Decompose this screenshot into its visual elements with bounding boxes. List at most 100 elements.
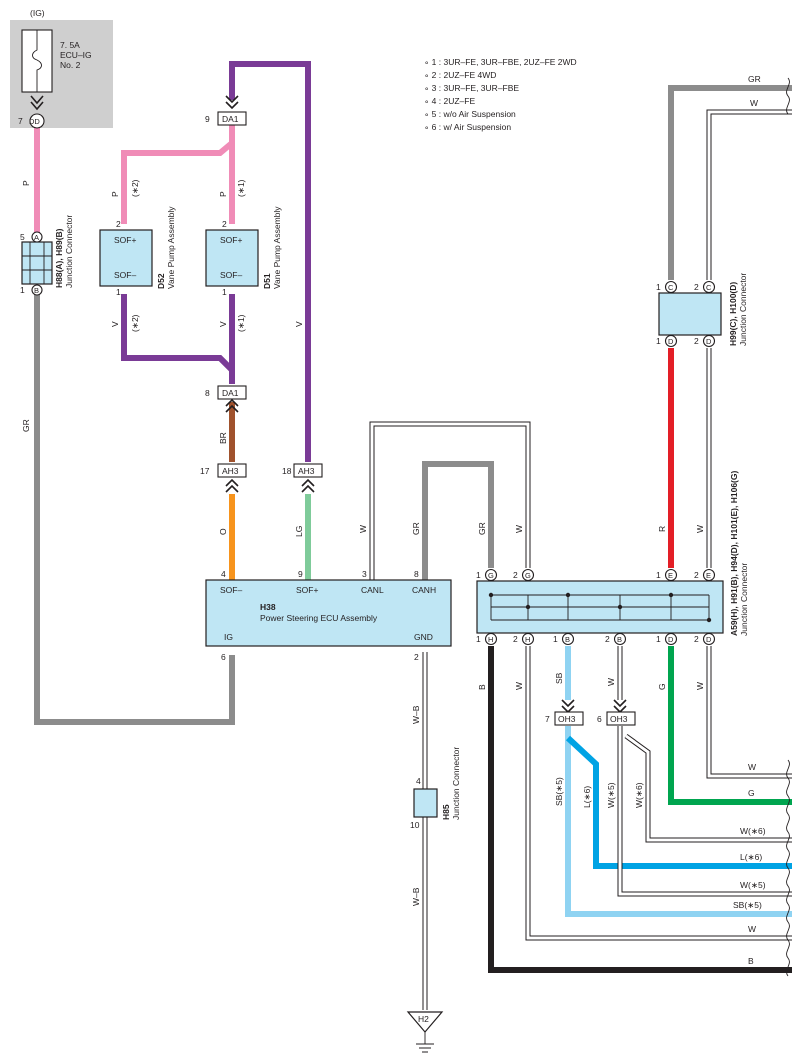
h99-junction-connector bbox=[658, 292, 722, 336]
ground-connector-icon bbox=[406, 1011, 444, 1033]
wire-v-loop bbox=[229, 61, 311, 462]
label-v-d52-note: (∗2) bbox=[130, 314, 140, 332]
a59-pin-g2: 2 bbox=[513, 570, 518, 580]
h88-junction-connector bbox=[21, 241, 53, 285]
da1-top-pin: 9 bbox=[205, 114, 210, 124]
label-sb5-right: SB(∗5) bbox=[733, 900, 762, 910]
label-w-right-1: W bbox=[748, 762, 756, 772]
d51-pin-top: 2 bbox=[222, 219, 227, 229]
wire-gr-canh bbox=[422, 461, 494, 580]
note-3: ∘ 3 : 3UR–FE, 3UR–FBE bbox=[424, 83, 519, 93]
a59-conn-g2: G bbox=[525, 571, 531, 580]
a59-conn-d1: D bbox=[668, 635, 674, 644]
da1-top-connector bbox=[217, 111, 247, 126]
label-wb-bottom: W–B bbox=[411, 887, 421, 906]
ah3-left-pin: 17 bbox=[200, 466, 210, 476]
d51-code: D51 bbox=[262, 273, 272, 289]
h38-pin-9: 9 bbox=[298, 569, 303, 579]
ground-symbol-icon bbox=[416, 1032, 434, 1053]
oh3-right-pin: 6 bbox=[597, 714, 602, 724]
d52-sof-minus: SOF– bbox=[114, 270, 136, 280]
h38-canl: CANL bbox=[361, 585, 384, 595]
a59-pin-d1: 1 bbox=[656, 634, 661, 644]
h99-conn-c2: C bbox=[706, 283, 712, 292]
label-v-d51: V bbox=[218, 321, 228, 327]
label-o: O bbox=[218, 528, 228, 535]
d52-pin-bottom: 1 bbox=[116, 287, 121, 297]
label-gr-left: GR bbox=[21, 419, 31, 432]
h88-code: H88(A), H89(B) bbox=[54, 228, 64, 288]
a59-conn-h2: H bbox=[525, 635, 530, 644]
a59-pin-g1: 1 bbox=[476, 570, 481, 580]
h88-desc: Junction Connector bbox=[64, 215, 74, 288]
oh3-left-arrow-icon bbox=[561, 699, 575, 714]
h99-code: H99(C), H100(D) bbox=[728, 282, 738, 346]
wire-w-top bbox=[706, 109, 792, 280]
label-w-canl: W bbox=[358, 525, 368, 533]
a59-pin-d2: 2 bbox=[694, 634, 699, 644]
a59-pin-e2: 2 bbox=[694, 570, 699, 580]
h88-conn-a: A bbox=[34, 233, 39, 242]
label-sb: SB bbox=[554, 672, 564, 684]
h85-junction-connector bbox=[413, 788, 438, 818]
a59-conn-d2: D bbox=[706, 635, 712, 644]
label-v-d52: V bbox=[110, 321, 120, 327]
d52-pin-top: 2 bbox=[116, 219, 121, 229]
d52-sof-plus: SOF+ bbox=[114, 235, 136, 245]
da1-mid-label: DA1 bbox=[222, 388, 239, 398]
fuse-number: No. 2 bbox=[60, 60, 81, 70]
a59-pin-b2: 2 bbox=[605, 634, 610, 644]
a59-conn-b1: B bbox=[565, 635, 570, 644]
wire-g bbox=[668, 646, 792, 805]
label-sb5-vert: SB(∗5) bbox=[554, 777, 564, 806]
label-w5-right: W(∗5) bbox=[740, 880, 766, 890]
note-6: ∘ 6 : w/ Air Suspension bbox=[424, 122, 511, 132]
h99-conn-d2: D bbox=[706, 337, 712, 346]
power-source-label: (IG) bbox=[30, 8, 45, 18]
h99-pin-d2: 2 bbox=[694, 336, 699, 346]
h99-pin-c1: 1 bbox=[656, 282, 661, 292]
h38-pin-4: 4 bbox=[221, 569, 226, 579]
ah3-left-label: AH3 bbox=[222, 466, 239, 476]
h38-pin-8: 8 bbox=[414, 569, 419, 579]
h99-conn-c1: C bbox=[668, 283, 674, 292]
d51-desc: Vane Pump Assembly bbox=[272, 206, 282, 289]
wire-l6 bbox=[565, 735, 792, 869]
d51-pin-bottom: 1 bbox=[222, 287, 227, 297]
fuse-name: ECU–IG bbox=[60, 50, 92, 60]
a59-pin-e1: 1 bbox=[656, 570, 661, 580]
a59-desc: Junction Connector bbox=[739, 563, 749, 636]
label-gr-canh: GR bbox=[411, 522, 421, 535]
h88-conn-b: B bbox=[34, 286, 39, 295]
label-w6-vert: W(∗6) bbox=[634, 782, 644, 808]
oh3-left-pin: 7 bbox=[545, 714, 550, 724]
label-w-h2: W bbox=[514, 682, 524, 690]
label-p-d51-note: (∗1) bbox=[236, 179, 246, 197]
h38-pin-3: 3 bbox=[362, 569, 367, 579]
a59-code: A59(H), H91(B), H94(D), H101(E), H106(G) bbox=[729, 471, 739, 636]
wire-b bbox=[488, 646, 792, 973]
fuse-conn: DD bbox=[29, 117, 40, 126]
h99-desc: Junction Connector bbox=[738, 273, 748, 346]
h99-pin-d1: 1 bbox=[656, 336, 661, 346]
note-5: ∘ 5 : w/o Air Suspension bbox=[424, 109, 516, 119]
h38-gnd: GND bbox=[414, 632, 433, 642]
h38-ig: IG bbox=[224, 632, 233, 642]
h99-conn-d1: D bbox=[668, 337, 674, 346]
da1-mid-pin: 8 bbox=[205, 388, 210, 398]
h38-desc: Power Steering ECU Assembly bbox=[260, 613, 378, 623]
h88-pin-a: 5 bbox=[20, 232, 25, 242]
ah3-left-connector bbox=[217, 463, 247, 478]
h38-sof-plus: SOF+ bbox=[296, 585, 318, 595]
wire-gr-ig bbox=[34, 293, 235, 725]
wire-sb5 bbox=[565, 726, 792, 917]
h38-pin-2: 2 bbox=[414, 652, 419, 662]
wire-v-d52 bbox=[121, 294, 235, 384]
label-p-d52: P bbox=[110, 191, 120, 197]
da1-mid-arrow-icon bbox=[225, 398, 239, 413]
h99-pin-c2: 2 bbox=[694, 282, 699, 292]
label-wb-top: W–B bbox=[411, 705, 421, 724]
d51-vane-pump bbox=[205, 229, 259, 287]
h38-code: H38 bbox=[260, 602, 276, 612]
